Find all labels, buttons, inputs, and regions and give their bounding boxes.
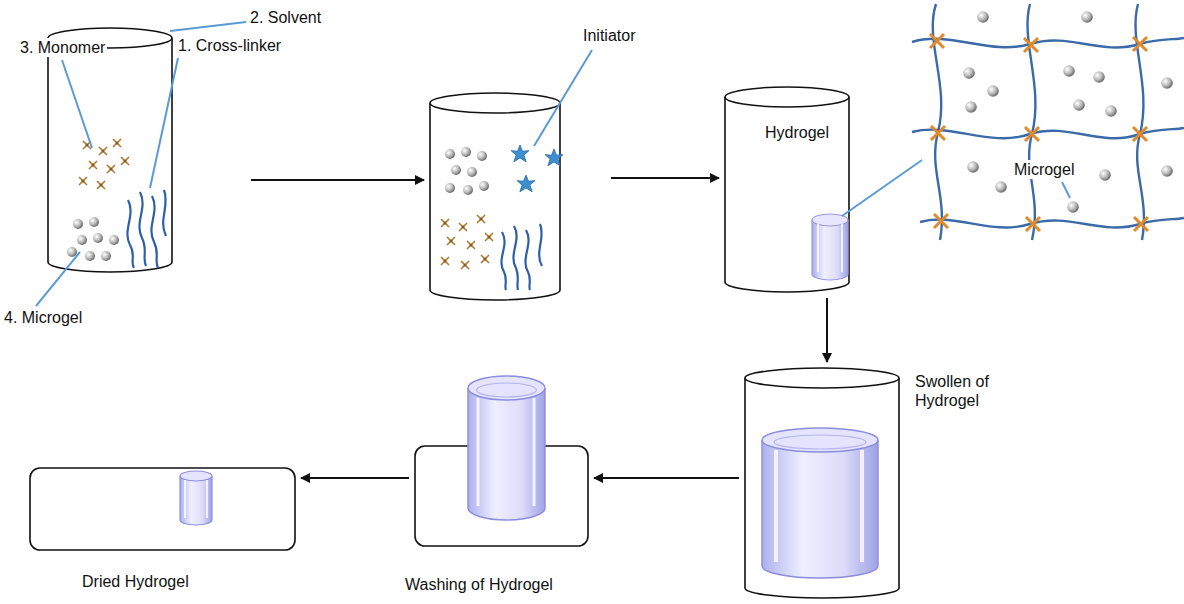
process-arrow	[301, 477, 409, 479]
callout-label: Microgel	[1012, 160, 1076, 179]
process-arrow	[251, 179, 424, 181]
beaker: 1. Cross-linker	[48, 28, 245, 272]
beaker: Hydrogel	[725, 87, 850, 292]
callout-label: 4. Microgel	[2, 308, 84, 327]
process-arrow	[826, 298, 828, 362]
process-arrow	[594, 477, 739, 479]
process-arrow	[611, 177, 719, 179]
callout-label: 2. Solvent	[248, 8, 323, 27]
tray: Washing of Hydrogel	[415, 376, 588, 546]
node-label: Washing of Hydrogel	[405, 575, 553, 594]
tray: Dried Hydrogel	[30, 465, 295, 550]
beaker: Initiator	[430, 28, 605, 300]
node-label: 1. Cross-linker	[178, 36, 281, 55]
node-label: Initiator	[583, 26, 635, 45]
node-label: Swollen of Hydrogel	[915, 372, 1025, 410]
callout-label: 3. Monomer	[18, 38, 107, 57]
node-label: Hydrogel	[765, 123, 829, 142]
node-label: Dried Hydrogel	[82, 572, 189, 591]
beaker: Swollen of Hydrogel	[745, 368, 900, 598]
